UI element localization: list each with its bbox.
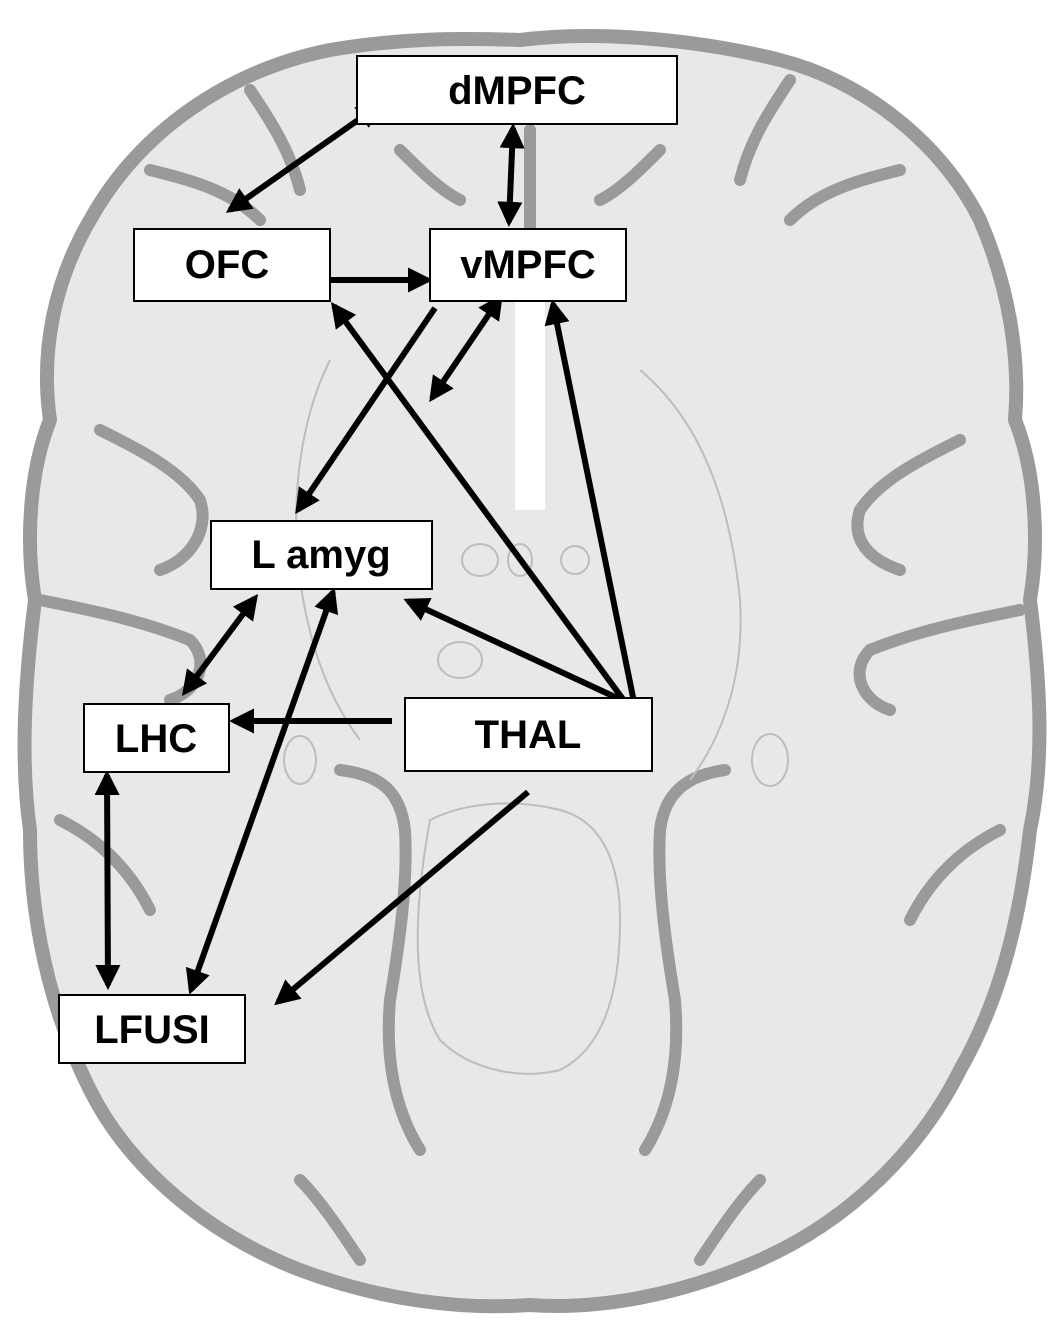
node-ofc-label: OFC: [185, 243, 269, 287]
node-lfusi: LFUSI: [59, 995, 245, 1063]
node-lhc-label: LHC: [115, 717, 197, 761]
node-lamyg: L amyg: [211, 521, 432, 589]
node-lhc: LHC: [84, 704, 229, 772]
node-lfusi-label: LFUSI: [94, 1008, 210, 1052]
node-lamyg-label: L amyg: [251, 533, 390, 577]
node-vmpfc: vMPFC: [430, 229, 626, 301]
midline-gap: [515, 300, 545, 510]
node-dmpfc: dMPFC: [357, 56, 677, 124]
brain-slice: [25, 36, 1040, 1306]
node-ofc: OFC: [134, 229, 330, 301]
node-vmpfc-label: vMPFC: [460, 243, 596, 287]
node-thal: THAL: [405, 698, 652, 771]
node-dmpfc-label: dMPFC: [448, 69, 586, 113]
node-thal-label: THAL: [475, 713, 582, 757]
arrow-lhc-lfusi: [107, 775, 108, 985]
arrow-dmpfc-vmpfc: [509, 128, 513, 222]
